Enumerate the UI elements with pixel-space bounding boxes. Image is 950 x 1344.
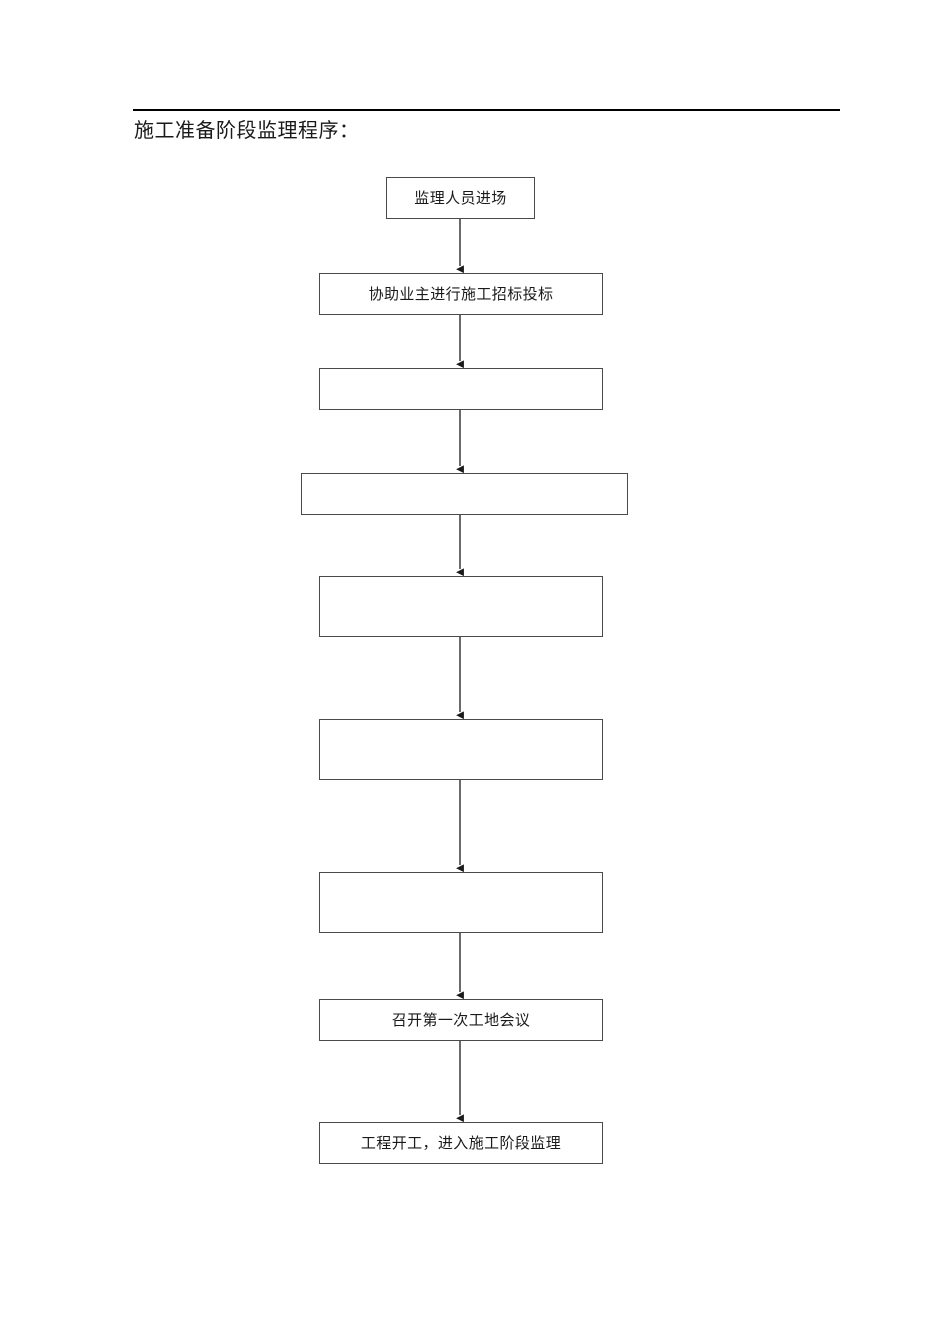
- flow-node-label: 召开第一次工地会议: [391, 1011, 531, 1029]
- flow-node-7[interactable]: [319, 872, 603, 933]
- flow-node-5[interactable]: [319, 576, 603, 637]
- header-divider: [133, 109, 840, 111]
- flow-node-9[interactable]: 工程开工，进入施工阶段监理: [319, 1122, 603, 1164]
- flow-node-label: 监理人员进场: [414, 189, 507, 207]
- page-title: 施工准备阶段监理程序：: [134, 118, 360, 142]
- flow-node-6[interactable]: [319, 719, 603, 780]
- flow-node-3[interactable]: [319, 368, 603, 410]
- flow-node-label: 协助业主进行施工招标投标: [368, 285, 554, 303]
- flow-node-2[interactable]: 协助业主进行施工招标投标: [319, 273, 603, 315]
- flow-node-4[interactable]: [301, 473, 628, 515]
- flow-node-8[interactable]: 召开第一次工地会议: [319, 999, 603, 1041]
- flow-node-label: 工程开工，进入施工阶段监理: [360, 1134, 562, 1152]
- flow-node-1[interactable]: 监理人员进场: [386, 177, 535, 219]
